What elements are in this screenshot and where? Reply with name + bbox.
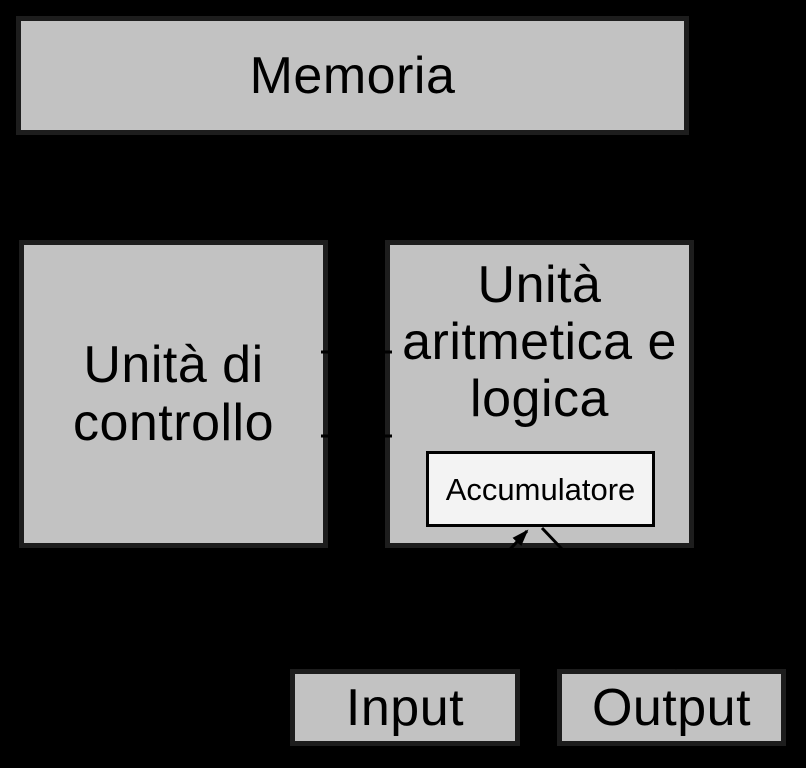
memory-box: Memoria (16, 16, 689, 135)
output-label: Output (591, 678, 752, 737)
input-label: Input (345, 678, 465, 737)
connector-input-to-accumulator (398, 529, 529, 670)
control-unit-box: Unità di controllo (19, 240, 328, 548)
accumulator-box: Accumulatore (426, 451, 655, 527)
control-unit-label: Unità di controllo (72, 336, 275, 452)
input-box: Input (290, 669, 520, 746)
output-box: Output (557, 669, 786, 746)
arithmetic-logic-unit-label: Unità aritmetica e logica (402, 256, 677, 428)
connector-accumulator-to-output (540, 526, 677, 670)
accumulator-label: Accumulatore (445, 471, 636, 507)
memory-label: Memoria (249, 46, 456, 105)
